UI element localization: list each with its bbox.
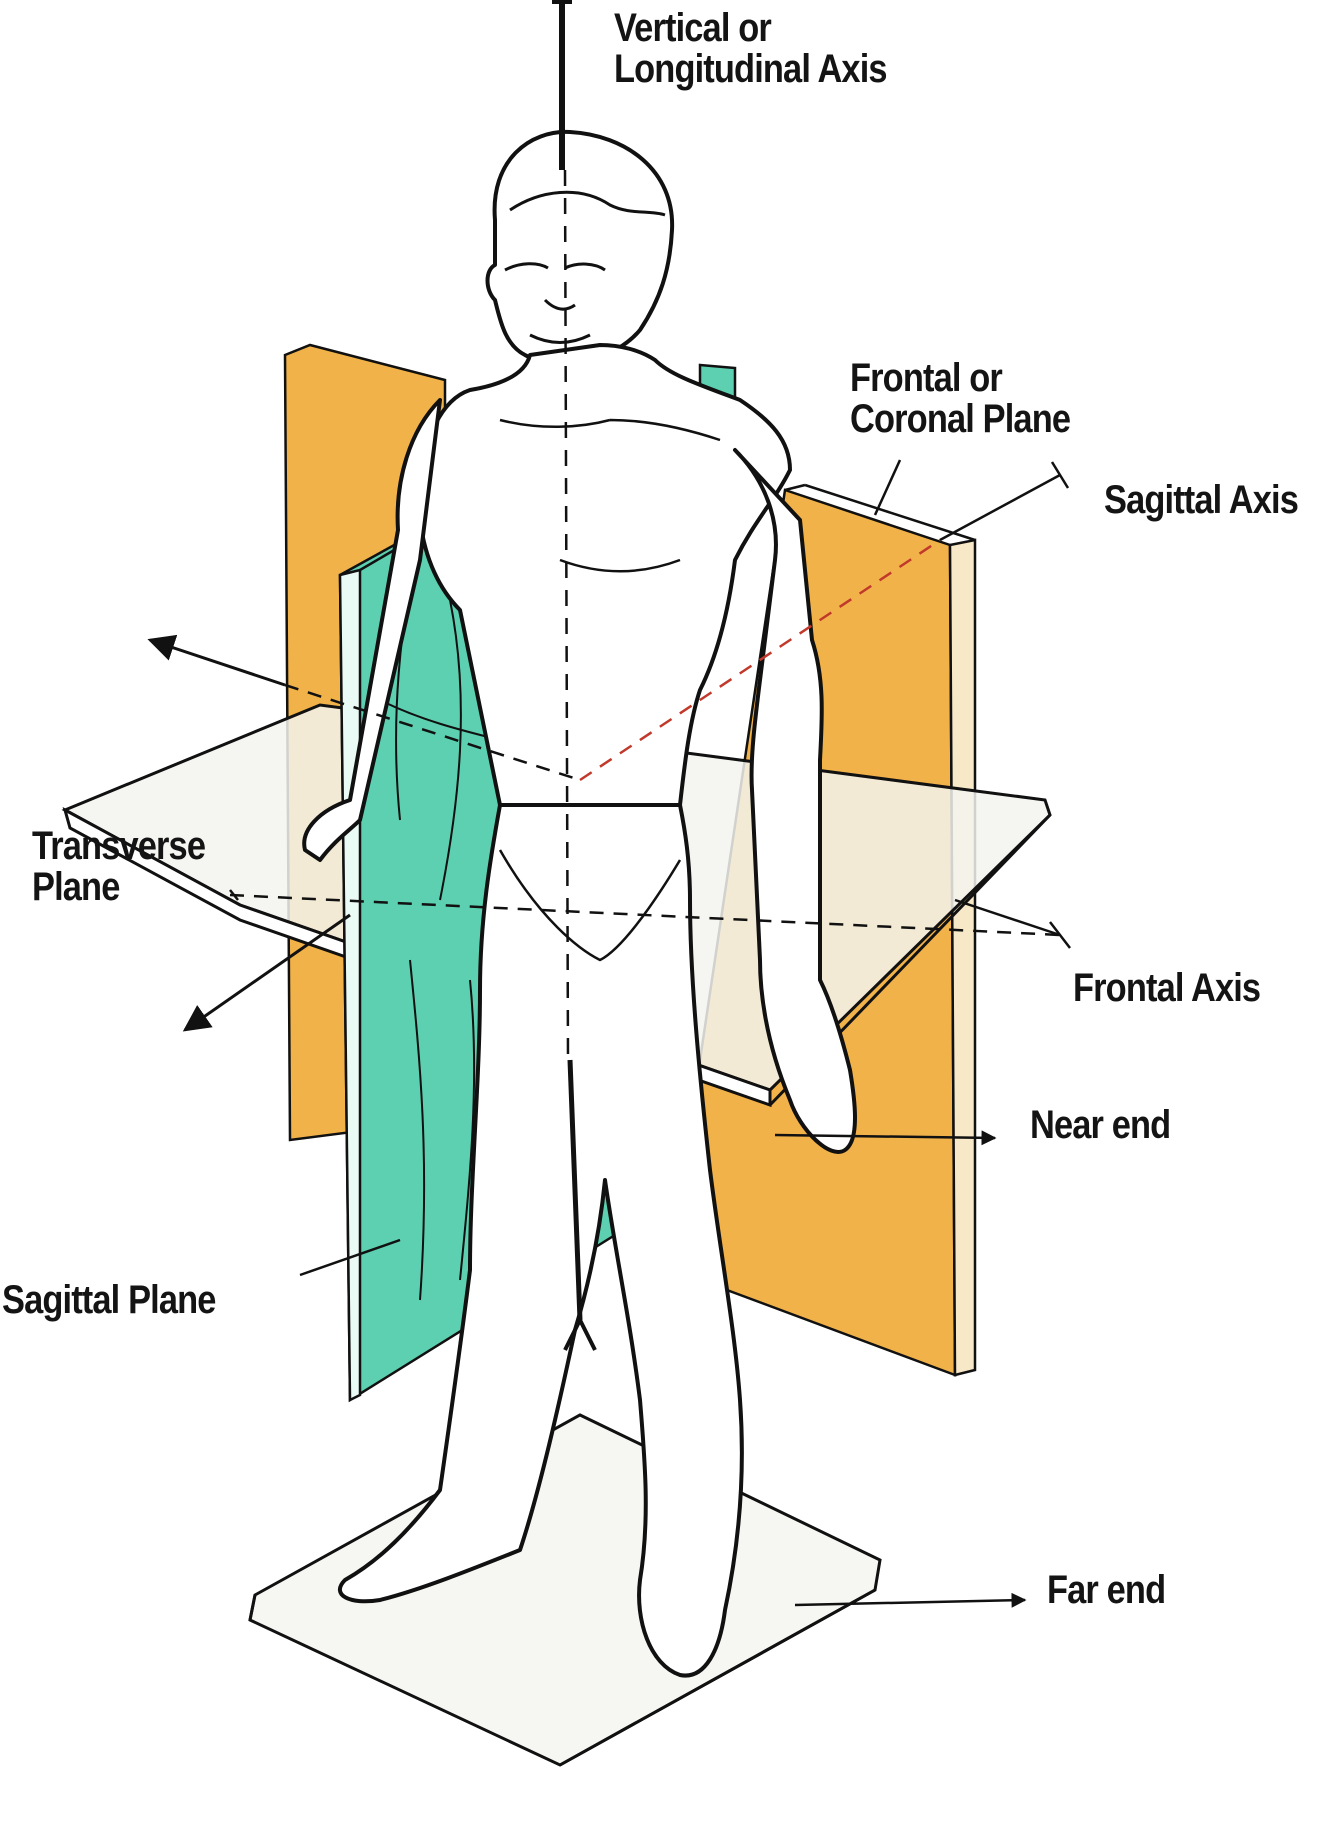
vertical-axis-label-line-1: Vertical or [614, 6, 772, 50]
sagittal-plane-label: Sagittal Plane [2, 1278, 216, 1322]
far-end-label: Far end [1047, 1568, 1166, 1612]
frontal-plane-label-line-1: Frontal or [850, 356, 1003, 400]
leader-lines [229, 459, 1027, 1608]
near-end-label: Near end [1030, 1103, 1171, 1147]
transverse-plane-label: Transverse Plane [32, 824, 206, 909]
frontal-plane-label-line-2: Coronal Plane [850, 396, 1071, 441]
vertical-axis-label-line-2: Longitudinal Axis [614, 46, 888, 91]
transverse-plane-label-line-2: Plane [32, 864, 120, 909]
frontal-plane-leader [873, 459, 902, 516]
transverse-plane-label-line-1: Transverse [32, 824, 206, 868]
human-figure [302, 129, 857, 1678]
sagittal-axis [147, 461, 1070, 782]
sagittal-plane-leader [299, 1238, 401, 1277]
frontal-plane-label: Frontal or Coronal Plane [850, 356, 1071, 441]
vertical-axis-label: Vertical or Longitudinal Axis [614, 6, 888, 91]
far-end-leader [794, 1592, 1027, 1608]
frontal-axis [182, 893, 1071, 1032]
sagittal-axis-label: Sagittal Axis [1104, 478, 1299, 522]
frontal-axis-label: Frontal Axis [1073, 966, 1261, 1010]
near-end-leader [774, 1130, 997, 1146]
transverse-plane-leader [229, 889, 239, 901]
